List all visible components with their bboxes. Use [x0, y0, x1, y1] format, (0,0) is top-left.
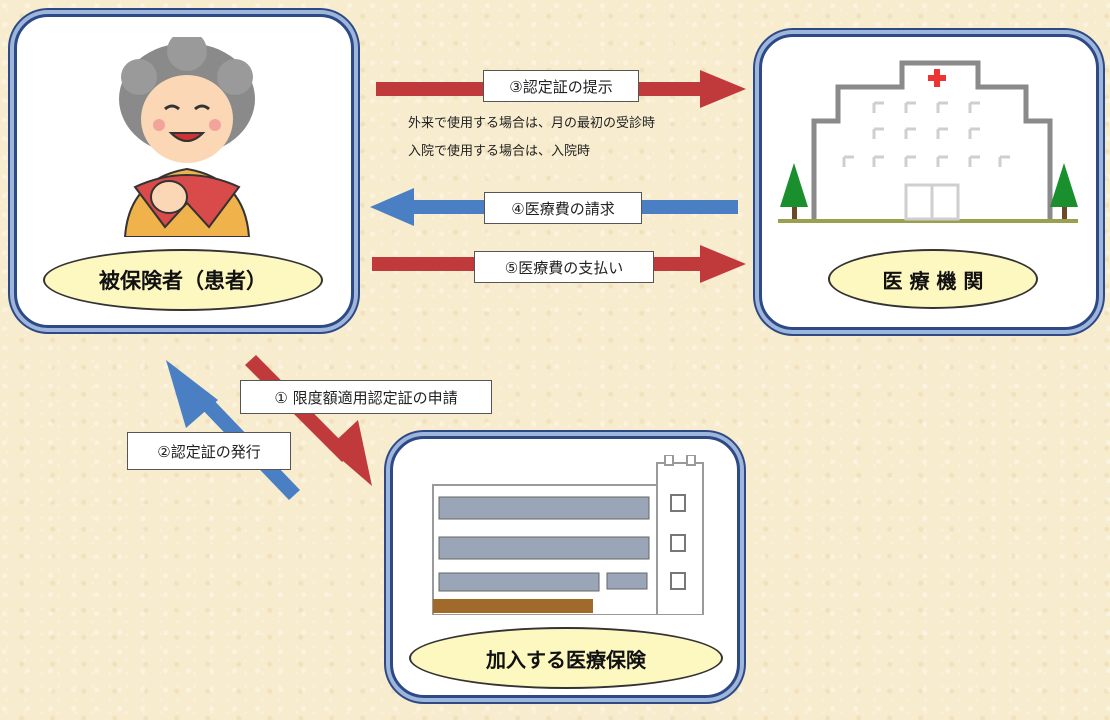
- patient-panel: 被保険者（患者）: [14, 14, 354, 328]
- step4-label: ④医療費の請求: [484, 192, 642, 224]
- outpatient-note: 外来で使用する場合は、月の最初の受診時: [408, 116, 656, 131]
- step5-label: ⑤医療費の支払い: [474, 251, 654, 283]
- elderly-woman-icon: [119, 37, 255, 237]
- step3-label: ③認定証の提示: [483, 70, 639, 102]
- inpatient-note: 入院で使用する場合は、入院時: [408, 144, 591, 159]
- patient-label: 被保険者（患者）: [43, 249, 323, 311]
- hospital-building-icon: [778, 60, 1078, 223]
- hospital-panel: 医 療 機 関: [759, 34, 1099, 330]
- hospital-label: 医 療 機 関: [828, 249, 1038, 309]
- step1-label: ① 限度額適用認定証の申請: [240, 380, 492, 414]
- insurance-office-building-icon: [432, 455, 704, 615]
- insurer-label: 加入する医療保険: [409, 627, 723, 689]
- insurer-panel: 加入する医療保険: [390, 436, 740, 698]
- step2-label: ②認定証の発行: [127, 432, 291, 470]
